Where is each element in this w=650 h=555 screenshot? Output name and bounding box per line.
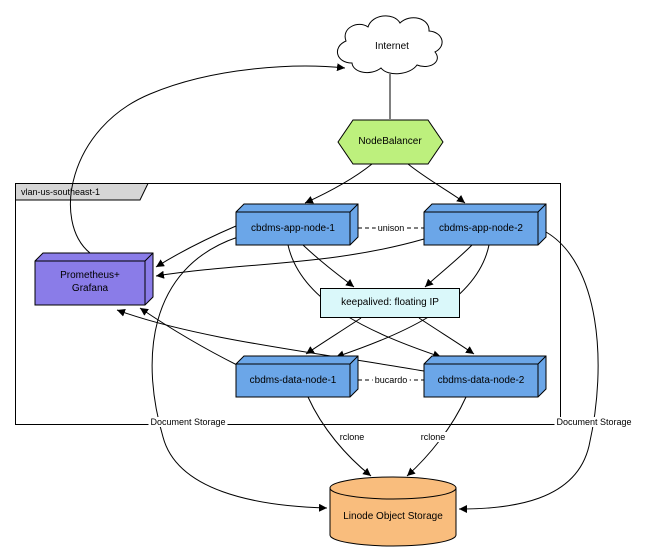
internet-cloud-shape [337, 15, 443, 75]
edge-app2-storage-docs [458, 231, 599, 513]
edge-data1-monitoring [139, 307, 240, 367]
nodebalancer-shape [337, 119, 444, 165]
vlan-cluster-label: vlan-us-southeast-1 [21, 187, 101, 197]
object-storage-label: Linode Object Storage [343, 511, 443, 522]
edge-data2-monitoring [116, 308, 425, 372]
monitoring-label: Prometheus+ Grafana [60, 269, 120, 295]
edge-app2-keepalived [424, 244, 473, 288]
keepalived-shape [320, 288, 460, 318]
rclone-right-edge-label: rclone [418, 432, 448, 442]
internet-label: Internet [375, 41, 409, 52]
monitoring-label-line1: Prometheus+ [60, 270, 120, 281]
app-node-2-label: cbdms-app-node-2 [439, 223, 523, 234]
edge-app1-keepalived [302, 244, 355, 288]
app-node-1-shape [235, 203, 359, 246]
rclone-left-edge-label: rclone [337, 432, 367, 442]
app-node-2-shape [423, 203, 547, 246]
vlan-cluster-tab [15, 183, 149, 201]
object-storage-shape [329, 476, 457, 547]
edges [70, 63, 599, 513]
edge-keepalived-data2 [418, 317, 475, 355]
nodebalancer-label: NodeBalancer [358, 136, 422, 147]
edge-keepalived-data1 [305, 317, 362, 355]
edge-monitoring-internet [70, 63, 346, 254]
edge-nodebalancer-app1 [304, 163, 373, 204]
app-node-1-label: cbdms-app-node-1 [251, 223, 335, 234]
edge-app1-storage-docs [151, 236, 328, 512]
data-node-1-label: cbdms-data-node-1 [249, 375, 337, 386]
document-storage-left-edge-label: Document Storage [148, 417, 228, 427]
edge-app1-monitoring [155, 225, 237, 268]
monitoring-label-line2: Grafana [71, 283, 109, 294]
data-node-2-label: cbdms-data-node-2 [437, 375, 525, 386]
keepalived-label: keepalived: floating IP [341, 297, 439, 308]
data-node-2-shape [423, 355, 547, 398]
monitoring-shape [34, 252, 154, 306]
bucardo-edge-label: bucardo [372, 375, 410, 385]
edge-nodebalancer-app2 [407, 163, 466, 204]
document-storage-right-edge-label: Document Storage [554, 417, 634, 427]
edge-data1-storage-rclone [307, 396, 372, 477]
data-node-1-shape [235, 355, 359, 398]
vlan-cluster-box [15, 183, 561, 425]
edge-app2-monitoring [155, 238, 425, 279]
unison-edge-label: unison [375, 223, 407, 233]
